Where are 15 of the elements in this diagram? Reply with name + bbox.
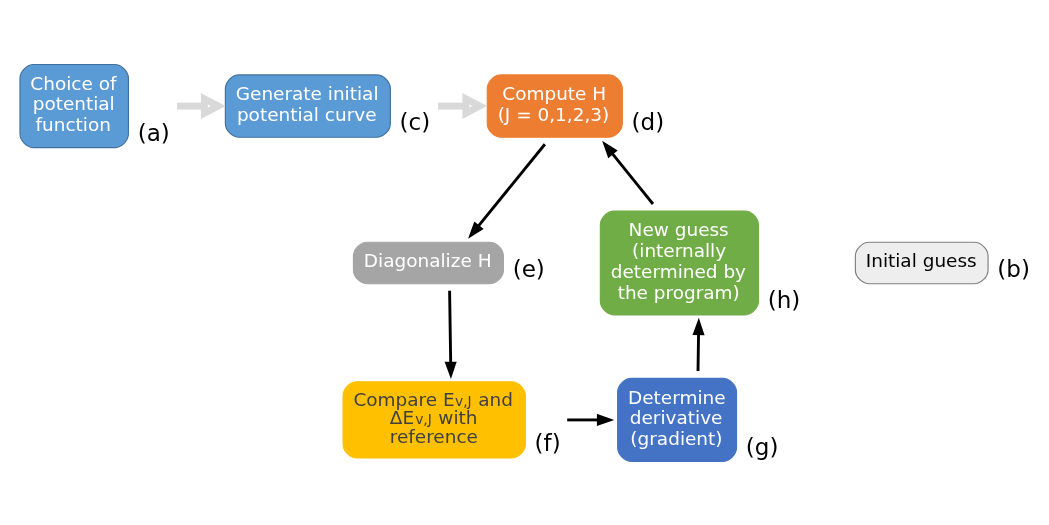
arrow: [444, 290, 457, 379]
arrow: [438, 92, 488, 119]
arrow: [176, 92, 226, 119]
node-label: (d): [631, 108, 665, 135]
node-label: (e): [512, 255, 545, 282]
node-label: (g): [745, 433, 779, 460]
arrow: [567, 413, 615, 426]
node-label: (a): [137, 119, 170, 146]
node-label: (f): [534, 429, 561, 456]
node-label: (h): [767, 286, 801, 313]
node-label: (b): [997, 255, 1030, 282]
arrow: [602, 140, 655, 205]
arrow: [468, 142, 546, 239]
node-label: (c): [399, 108, 431, 135]
arrow: [692, 317, 705, 371]
